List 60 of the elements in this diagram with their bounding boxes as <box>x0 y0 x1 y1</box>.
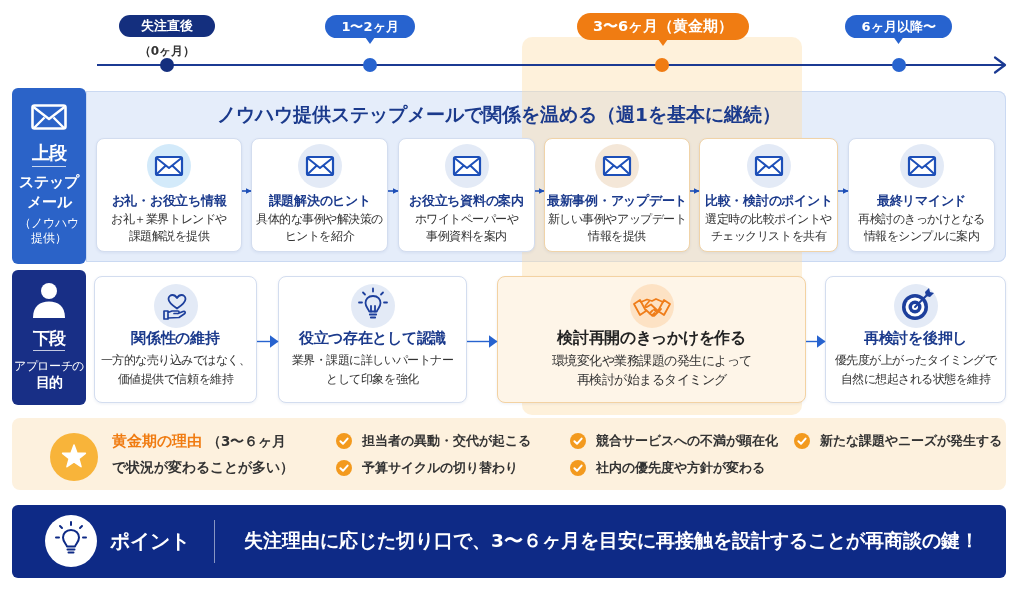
timeline-note: （0ヶ月） <box>138 44 196 59</box>
step-mail-panel <box>86 91 1006 262</box>
card-title: お役立ち資料の案内 <box>409 192 524 210</box>
reason-item: 予算サイクルの切り替わり <box>362 459 518 477</box>
card-title: 最終リマインド <box>876 192 967 210</box>
reason-panel <box>12 418 1006 490</box>
card-text: 再検討のきっかけとなる情報をシンプルに案内 <box>857 211 986 245</box>
row-label-panel <box>12 88 86 264</box>
card-title: 再検討を後押し <box>864 328 967 349</box>
card-text: 新しい事例やアップデート情報を提供 <box>547 211 687 245</box>
reason-item: 新たな課題やニーズが発生する <box>820 432 1002 450</box>
tier-note: アプローチの <box>14 358 84 374</box>
purpose-card <box>94 276 257 403</box>
purpose-card <box>497 276 806 403</box>
tier-note: （ノウハウ提供） <box>18 216 80 246</box>
purpose-card <box>278 276 467 403</box>
card-title: 検討再開のきっかけを作る <box>557 328 746 349</box>
reason-item: 担当者の異動・交代が起こる <box>362 432 531 450</box>
step-card <box>848 138 995 252</box>
arrow <box>689 188 700 194</box>
step-card <box>251 138 388 252</box>
tier-title: ステップメール <box>18 172 80 212</box>
card-title: 関係性の維持 <box>131 328 220 349</box>
card-title: 比較・検討のポイント <box>704 192 833 210</box>
reason-item: 競合サービスへの不満が顕在化 <box>596 432 778 450</box>
timeline-pill: 失注直後 <box>119 15 215 37</box>
point-banner <box>12 505 1006 578</box>
arrow <box>466 335 498 348</box>
step-card <box>544 138 690 252</box>
point-heading: ポイント <box>110 528 190 555</box>
card-title: 最新事例・アップデート <box>546 192 688 210</box>
card-text: お礼＋業界トレンドや課題解説を提供 <box>110 211 228 245</box>
card-text: 業界・課題に詳しいパートナーとして印象を強化 <box>291 352 454 388</box>
arrow <box>534 188 545 194</box>
arrow <box>805 335 826 348</box>
point-message: 失注理由に応じた切り口で、3〜６ヶ月を目安に再接触を設計することが再商談の鍵！ <box>244 529 979 553</box>
step-card <box>398 138 535 252</box>
step-card <box>96 138 242 252</box>
reason-title: 黄金期の理由 （3〜６ヶ月で状況が変わることが多い） <box>112 431 295 477</box>
card-title: お礼・お役立ち情報 <box>111 192 227 210</box>
card-text: 選定時の比較ポイントやチェックリストを共有 <box>704 211 833 245</box>
arrow <box>387 188 399 194</box>
arrow <box>241 188 252 194</box>
tier-label: 下段 <box>32 326 66 351</box>
card-text: 一方的な売り込みではなく、価値提供で信頼を維持 <box>100 352 251 388</box>
card-text: 具体的な事例や解決策のヒントを紹介 <box>255 211 384 245</box>
card-title: 役立つ存在として認識 <box>299 328 446 349</box>
arrow <box>837 188 849 194</box>
tier-label: 上段 <box>31 140 67 167</box>
tier-title: 目的 <box>35 373 63 392</box>
panel-title: ノウハウ提供ステップメールで関係を温める（週1を基本に継続） <box>217 103 781 127</box>
step-card <box>699 138 838 252</box>
card-title: 課題解決のヒント <box>268 192 371 210</box>
arrow <box>256 335 279 348</box>
card-text: ホワイトペーパーや事例資料を案内 <box>414 211 519 245</box>
reason-item: 社内の優先度や方針が変わる <box>596 459 765 477</box>
card-text: 優先度が上がったタイミングで自然に想起される状態を維持 <box>834 352 997 388</box>
card-text: 環境変化や業務課題の発生によって再検討が始まるタイミング <box>551 352 752 389</box>
row-label-panel <box>12 270 86 405</box>
purpose-card <box>825 276 1006 403</box>
